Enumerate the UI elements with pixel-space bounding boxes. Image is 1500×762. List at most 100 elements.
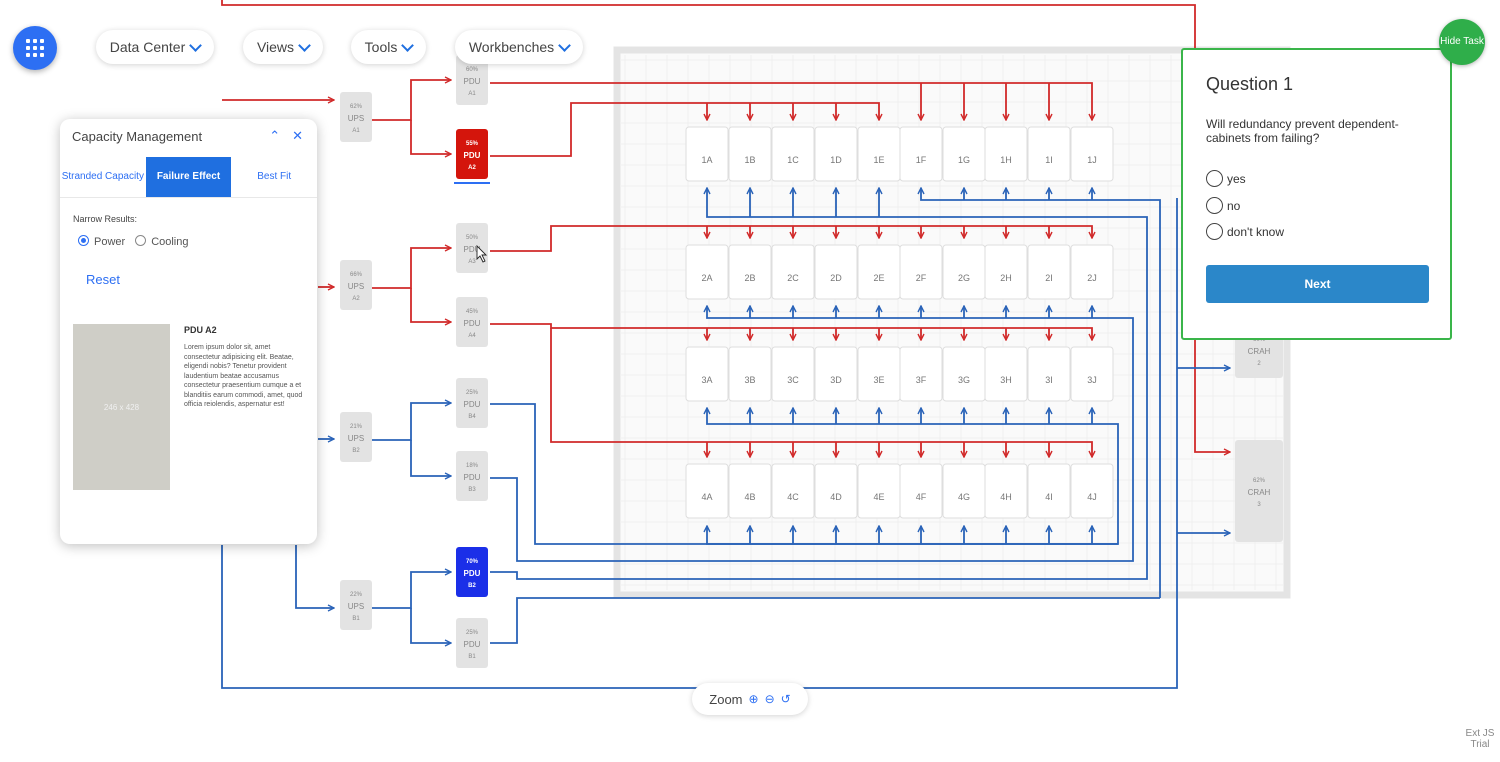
menu-workbenches[interactable]: Workbenches [455, 30, 583, 64]
rack-2E[interactable]: 2E [857, 244, 901, 300]
rack-2F[interactable]: 2F [899, 244, 943, 300]
app-menu-button[interactable] [13, 26, 57, 70]
option-yes[interactable]: yes [1206, 170, 1246, 187]
rack-3I[interactable]: 3I [1027, 346, 1071, 402]
tab-failure-effect[interactable]: Failure Effect [145, 157, 232, 197]
rack-box [685, 463, 729, 519]
rack-4F[interactable]: 4F [899, 463, 943, 519]
rack-2G[interactable]: 2G [942, 244, 986, 300]
rack-box [899, 126, 943, 182]
rack-4I[interactable]: 4I [1027, 463, 1071, 519]
rack-box [771, 126, 815, 182]
rack-2B[interactable]: 2B [728, 244, 772, 300]
rack-label: 4E [873, 492, 884, 502]
zoom-in-icon[interactable]: ⊕ [748, 692, 759, 706]
rack-3J[interactable]: 3J [1070, 346, 1114, 402]
rack-label: 4C [787, 492, 799, 502]
tab-stranded-capacity[interactable]: Stranded Capacity [61, 171, 144, 182]
rack-4E[interactable]: 4E [857, 463, 901, 519]
box-text: B1 [468, 654, 476, 660]
rack-1E[interactable]: 1E [857, 126, 901, 182]
rack-box [1027, 346, 1071, 402]
rack-4H[interactable]: 4H [984, 463, 1028, 519]
rack-1J[interactable]: 1J [1070, 126, 1114, 182]
rack-box [685, 346, 729, 402]
detail-title: PDU A2 [184, 325, 217, 335]
rack-label: 2C [787, 273, 799, 283]
rack-1B[interactable]: 1B [728, 126, 772, 182]
box-text: UPS [348, 434, 364, 443]
rack-1A[interactable]: 1A [685, 126, 729, 182]
rack-label: 4D [830, 492, 842, 502]
rack-3H[interactable]: 3H [984, 346, 1028, 402]
rack-label: 4G [958, 492, 970, 502]
option-dont-know[interactable]: don't know [1206, 223, 1284, 240]
close-icon[interactable]: ✕ [292, 128, 303, 143]
ups-pdu-link [410, 288, 451, 322]
zoom-out-icon[interactable]: ⊖ [764, 692, 775, 706]
rack-4G[interactable]: 4G [942, 463, 986, 519]
rack-4A[interactable]: 4A [685, 463, 729, 519]
rack-2C[interactable]: 2C [771, 244, 815, 300]
zoom-reset-icon[interactable]: ↺ [780, 692, 791, 706]
rack-3G[interactable]: 3G [942, 346, 986, 402]
collapse-icon[interactable]: ⌃ [269, 128, 281, 143]
rack-1F[interactable]: 1F [899, 126, 943, 182]
radio-power[interactable]: Power [78, 235, 125, 248]
rack-3C[interactable]: 3C [771, 346, 815, 402]
rack-4C[interactable]: 4C [771, 463, 815, 519]
rack-4B[interactable]: 4B [728, 463, 772, 519]
rack-2H[interactable]: 2H [984, 244, 1028, 300]
rack-4D[interactable]: 4D [814, 463, 858, 519]
rack-4J[interactable]: 4J [1070, 463, 1114, 519]
rack-2A[interactable]: 2A [685, 244, 729, 300]
hide-task-button[interactable]: Hide Task [1439, 19, 1485, 65]
rack-label: 2H [1000, 273, 1012, 283]
option-no[interactable]: no [1206, 197, 1240, 214]
tab-best-fit[interactable]: Best Fit [257, 171, 292, 182]
rack-1D[interactable]: 1D [814, 126, 858, 182]
rack-3F[interactable]: 3F [899, 346, 943, 402]
rack-1G[interactable]: 1G [942, 126, 986, 182]
menu-data-center[interactable]: Data Center [96, 30, 214, 64]
reset-button[interactable]: Reset [86, 272, 120, 287]
rack-3D[interactable]: 3D [814, 346, 858, 402]
rack-1H[interactable]: 1H [984, 126, 1028, 182]
rack-box [857, 463, 901, 519]
rack-2J[interactable]: 2J [1070, 244, 1114, 300]
rack-2D[interactable]: 2D [814, 244, 858, 300]
next-button[interactable]: Next [1206, 265, 1429, 303]
menu-tools[interactable]: Tools [351, 30, 426, 64]
menu-views[interactable]: Views [243, 30, 323, 64]
box-text: 70% [466, 559, 479, 565]
box-bg [456, 451, 488, 501]
ups-pdu-link [372, 403, 451, 441]
rack-1I[interactable]: 1I [1027, 126, 1071, 182]
rack-1C[interactable]: 1C [771, 126, 815, 182]
rack-3E[interactable]: 3E [857, 346, 901, 402]
panel-title: Capacity Management [72, 129, 203, 144]
grid-dot [33, 39, 37, 43]
radio-cooling[interactable]: Cooling [135, 235, 189, 248]
feed-line-b-ups-b1 [295, 545, 334, 608]
rack-2I[interactable]: 2I [1027, 244, 1071, 300]
grid-dot [26, 46, 30, 50]
rack-label: 2D [830, 273, 842, 283]
rack-label: 3E [873, 375, 884, 385]
rack-3B[interactable]: 3B [728, 346, 772, 402]
rack-label: 2I [1045, 273, 1053, 283]
rack-3A[interactable]: 3A [685, 346, 729, 402]
